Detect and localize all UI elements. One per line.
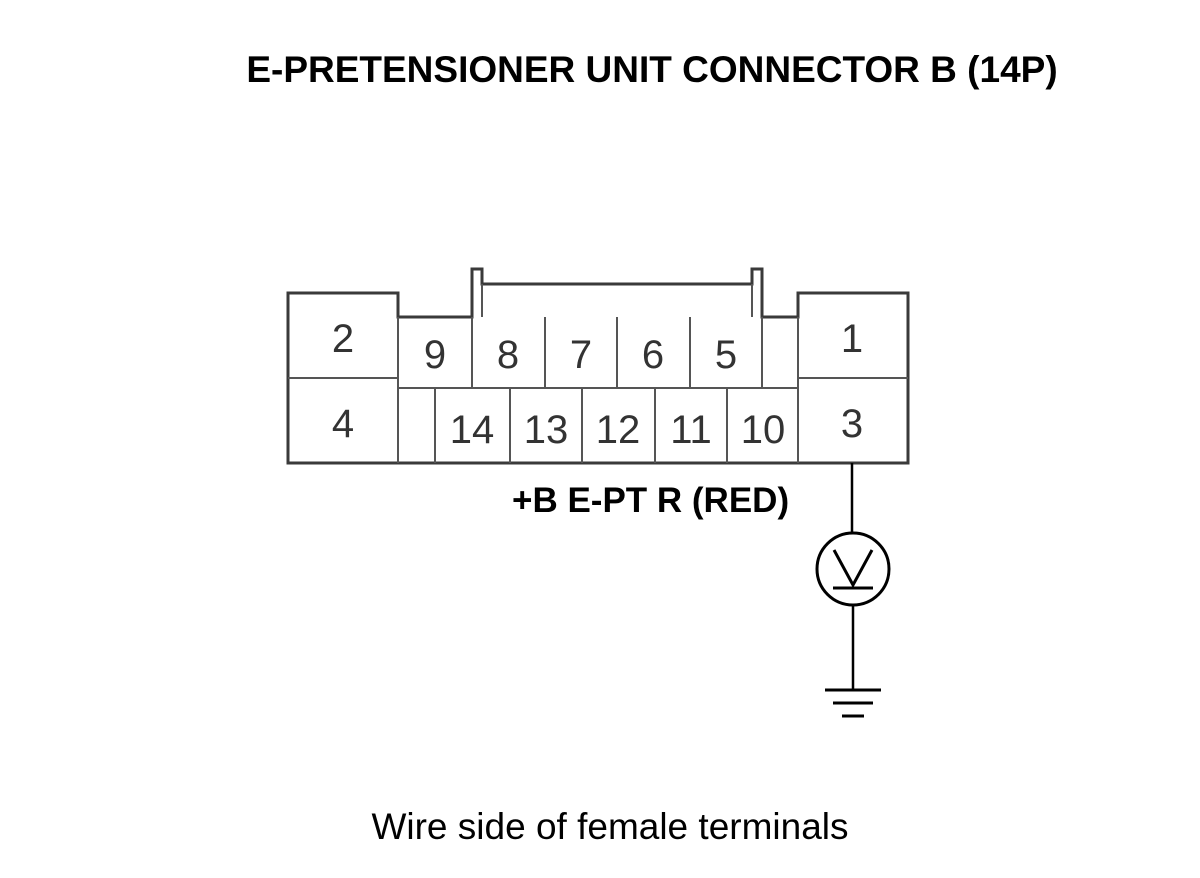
terminal-labels: 2 4 1 3 9 8 7 6 5 14 13 12 11 10 [332, 317, 863, 452]
terminal-8: 8 [497, 333, 519, 377]
caption: Wire side of female terminals [371, 806, 848, 847]
terminal-10: 10 [741, 408, 786, 452]
probe-label: +B E-PT R (RED) [512, 481, 789, 520]
terminal-3: 3 [841, 402, 863, 446]
terminal-12: 12 [596, 408, 641, 452]
terminal-9: 9 [424, 333, 446, 377]
terminal-13: 13 [524, 408, 569, 452]
connector-body [286, 267, 910, 465]
ground-icon [825, 688, 881, 718]
terminal-6: 6 [642, 333, 664, 377]
terminal-14: 14 [450, 408, 495, 452]
terminal-1: 1 [841, 317, 863, 361]
voltmeter-icon [815, 531, 891, 607]
terminal-5: 5 [715, 333, 737, 377]
terminal-2: 2 [332, 317, 354, 361]
terminal-11: 11 [670, 408, 712, 452]
terminal-7: 7 [570, 333, 592, 377]
diagram-title: E-PRETENSIONER UNIT CONNECTOR B (14P) [246, 49, 1057, 90]
terminal-4: 4 [332, 402, 354, 446]
